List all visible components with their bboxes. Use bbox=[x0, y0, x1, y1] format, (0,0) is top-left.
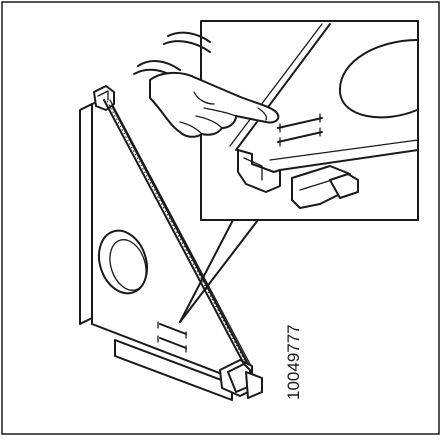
callout-pointer bbox=[179, 219, 259, 323]
bracket-main bbox=[79, 85, 263, 401]
detail-inset bbox=[200, 20, 419, 221]
part-number-label: 10049777 bbox=[284, 324, 303, 400]
hand-press-icon bbox=[133, 31, 280, 138]
